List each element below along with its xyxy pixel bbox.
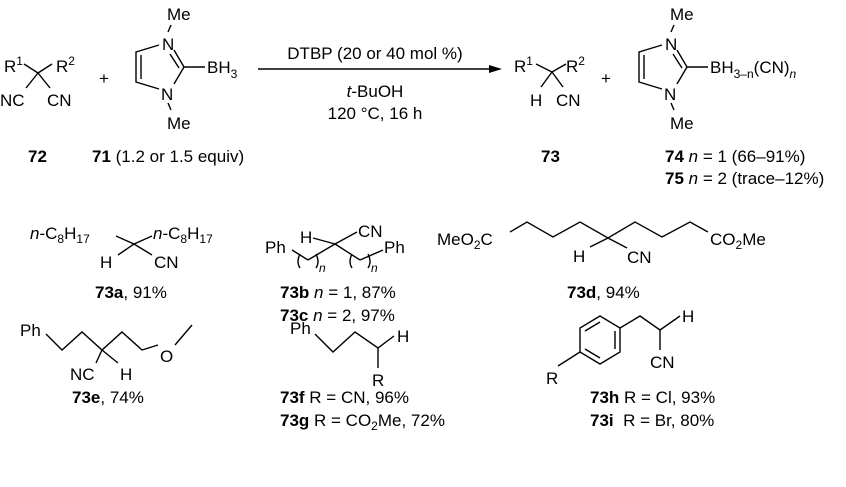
svg-text:Ph: Ph [290,319,311,338]
nitrogen-top: N [162,35,174,54]
methyl-bottom: Me [167,114,191,133]
svg-text:Me: Me [670,5,694,24]
nitrogen-bottom: N [161,85,173,104]
compound-label-75: 75 n = 2 (trace–12%) [665,169,824,188]
temperature-time-text: 120 °C, 16 h [328,104,423,123]
reagent-text: DTBP (20 or 40 mol %) [287,44,462,63]
svg-text:H: H [682,307,694,326]
example-73d: MeO2C H CN CO2Me 73d, 94% [437,221,766,302]
svg-text:R2: R2 [566,54,585,76]
svg-text:73c n = 2, 97%: 73c n = 2, 97% [280,306,395,325]
methyl-top: Me [167,5,191,24]
svg-text:73f R = CN, 96%: 73f R = CN, 96% [280,388,409,407]
svg-text:NC: NC [70,365,95,384]
svg-text:CN: CN [358,222,383,241]
svg-text:N: N [664,85,676,104]
compound-label-71: 71 (1.2 or 1.5 equiv) [92,147,244,166]
svg-text:73i R = Br, 80%: 73i R = Br, 80% [590,411,714,430]
compound-label-74: 74 n = 1 (66–91%) [665,147,805,166]
svg-text:Ph: Ph [265,238,286,257]
svg-text:H: H [397,327,409,346]
cn-label: CN [47,91,72,110]
svg-text:N: N [665,35,677,54]
svg-text:73e, 74%: 73e, 74% [72,388,144,407]
compound-label-72: 72 [28,147,47,166]
svg-text:73b n = 1, 87%: 73b n = 1, 87% [280,283,396,302]
svg-text:73a, 91%: 73a, 91% [95,283,167,302]
product-74-75: Me N N Me BH3–n(CN)n 74 n = 1 (66–91%) 7… [638,5,824,188]
svg-text:CO2Me: CO2Me [710,230,766,252]
example-73h-73i: R H CN 73h R = Cl, 93% 73i R = Br, 80% [546,307,715,430]
r2-label: R2 [56,54,75,76]
svg-text:R: R [372,371,384,390]
bh-cn-label: BH3–n(CN)n [710,58,797,81]
example-73f-73g: Ph H R 73f R = CN, 96% 73g R = CO2Me, 72… [280,319,445,433]
example-73e: Ph NC H O 73e, 74% [20,321,193,407]
svg-text:CN: CN [627,248,652,267]
svg-text:Ph: Ph [384,238,405,257]
r1-label: R1 [4,54,23,76]
svg-text:Ph: Ph [20,321,41,340]
svg-text:73g R = CO2Me, 72%: 73g R = CO2Me, 72% [280,411,445,433]
reaction-arrow: DTBP (20 or 40 mol %) t-BuOH 120 °C, 16 … [258,44,502,123]
plus-sign: + [99,69,109,88]
svg-text:73h R = Cl, 93%: 73h R = Cl, 93% [590,388,715,407]
svg-text:n-C8H17: n-C8H17 [30,224,90,246]
svg-text:73d, 94%: 73d, 94% [567,283,640,302]
plus-sign: + [601,69,611,88]
compound-label-73: 73 [541,147,560,166]
svg-text:n-C8H17: n-C8H17 [153,224,213,246]
svg-text:n: n [371,261,378,275]
svg-text:H: H [573,247,585,266]
svg-text:H: H [100,253,112,272]
svg-text:R: R [546,369,558,388]
example-73b-73c: Ph H CN Ph n n 73b n = 1, 87% 73c n = 2,… [265,222,405,325]
product-73: R1 R2 H CN 73 [514,54,585,166]
svg-text:O: O [160,347,173,366]
svg-text:Me: Me [670,114,694,133]
nhc-borane-71: Me N N Me BH3 71 (1.2 or 1.5 equiv) [92,5,244,166]
bh3-label: BH3 [207,58,238,81]
example-73a: n-C8H17 n-C8H17 H CN 73a, 91% [30,224,213,302]
reactant-72: R1 R2 NC CN 72 [0,54,75,166]
h-label: H [530,91,542,110]
nc-label: NC [0,91,25,110]
svg-text:H: H [300,228,312,247]
svg-text:CN: CN [154,253,179,272]
svg-text:n: n [319,261,326,275]
cn-label: CN [556,91,581,110]
svg-text:CN: CN [650,353,675,372]
solvent-text: t-BuOH [347,82,404,101]
svg-text:MeO2C: MeO2C [437,230,493,252]
svg-text:R1: R1 [514,54,533,76]
svg-text:H: H [120,365,132,384]
